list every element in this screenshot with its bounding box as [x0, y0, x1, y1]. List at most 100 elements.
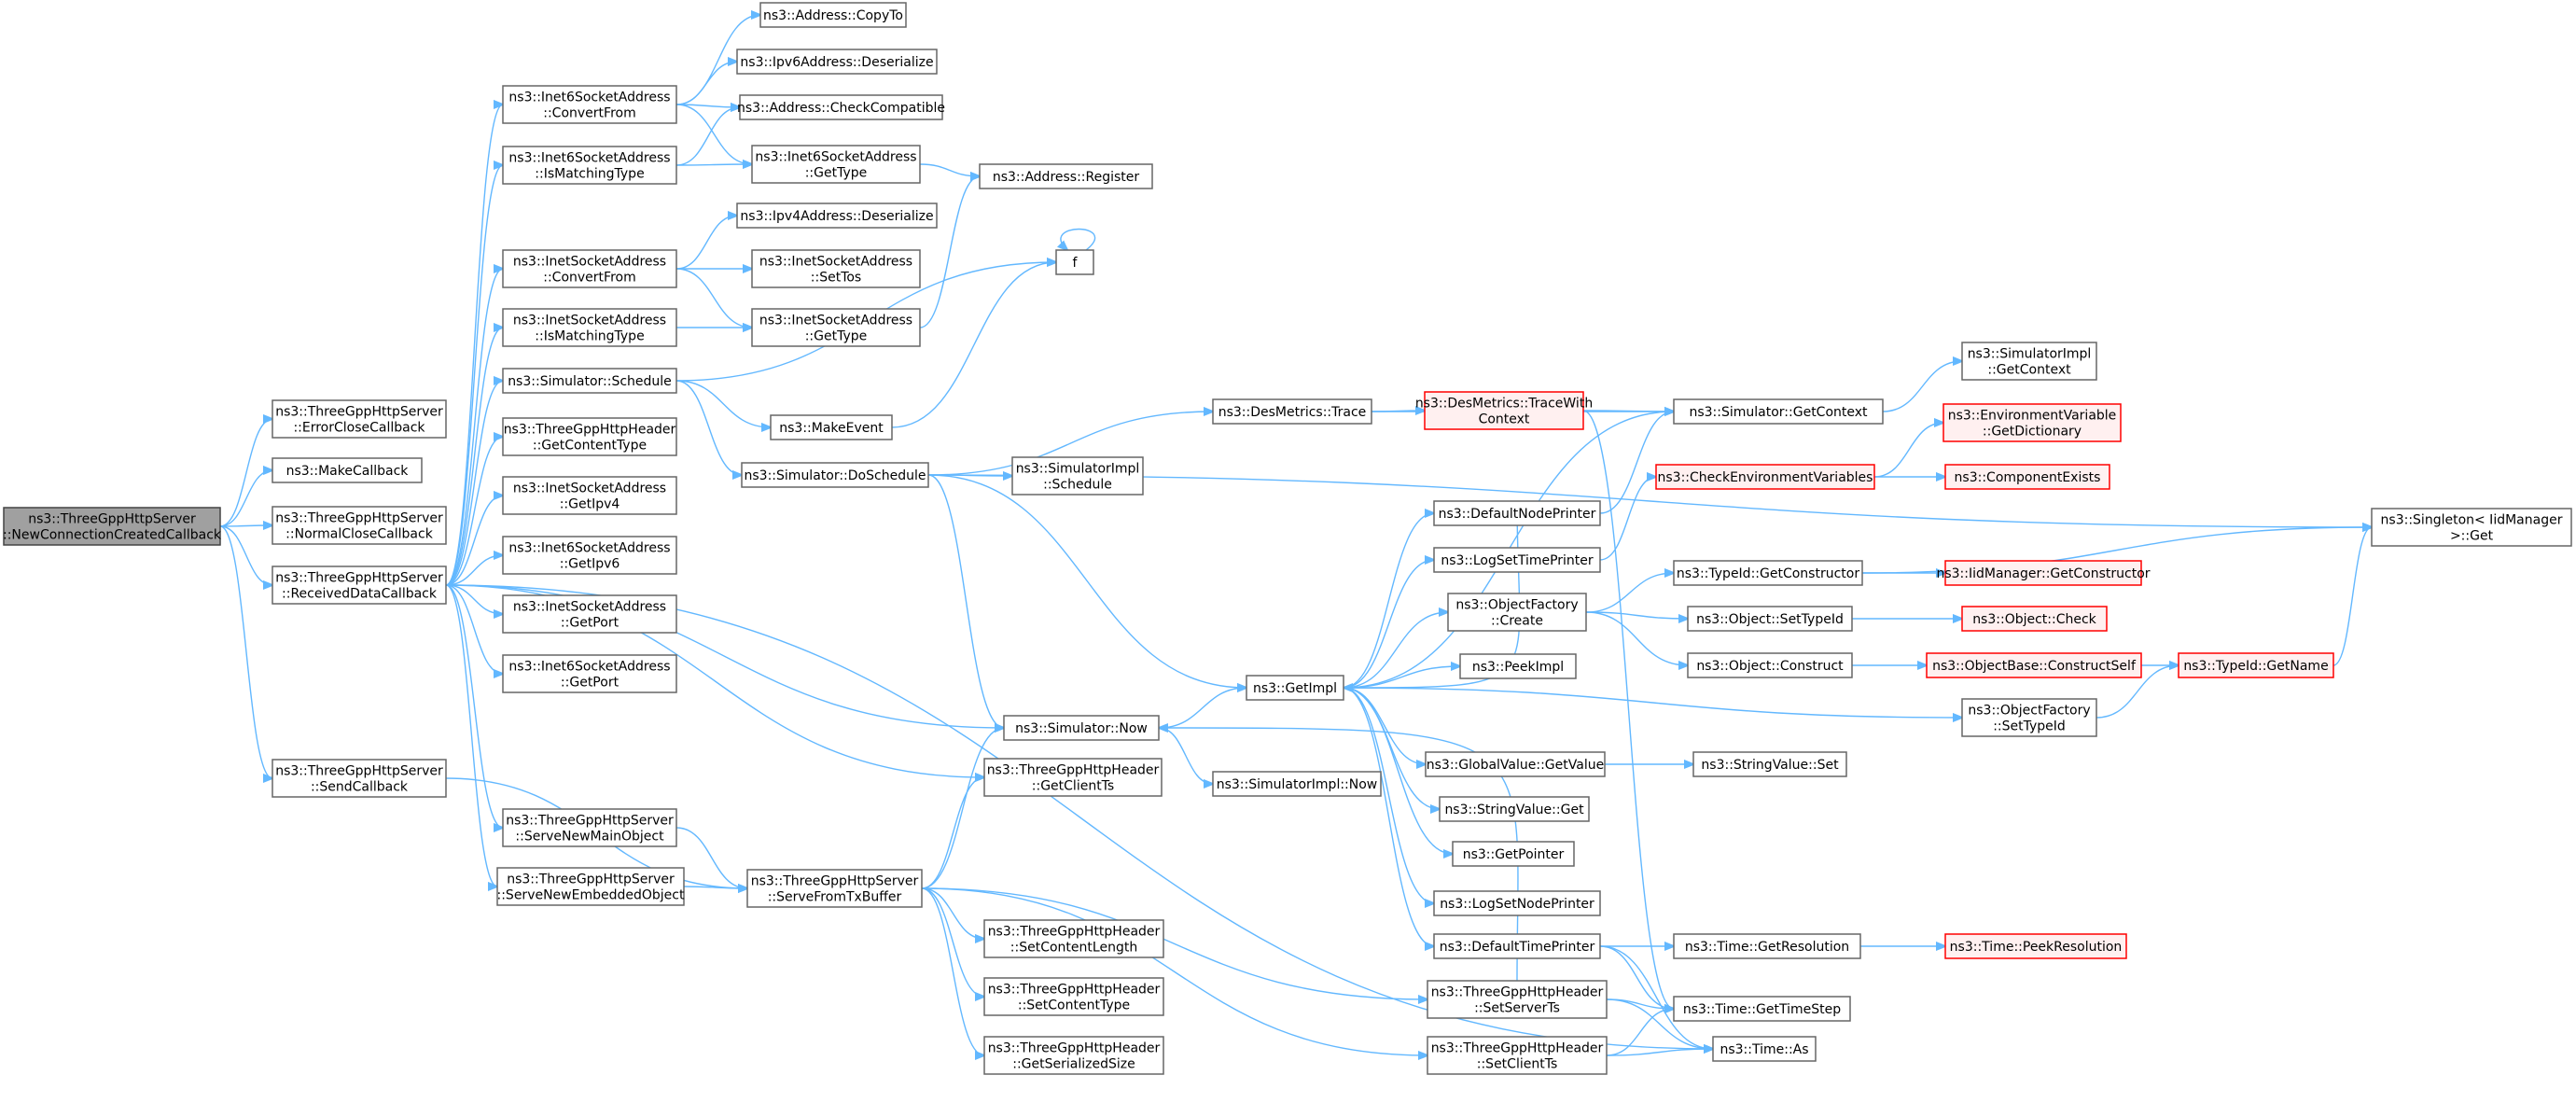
node-servemain[interactable]: ns3::ThreeGppHttpServer::ServeNewMainObj…	[502, 808, 677, 847]
node-label: ::SetTypeId	[1993, 719, 2066, 734]
node-label: ::IsMatchingType	[535, 167, 644, 182]
node-peekimpl[interactable]: ns3::PeekImpl	[1459, 653, 1577, 679]
node-box	[1712, 1036, 1817, 1062]
node-label: ns3::TypeId::GetConstructor	[1677, 566, 1859, 581]
node-getipv4[interactable]: ns3::InetSocketAddress::GetIpv4	[502, 476, 677, 515]
node-label: ns3::TypeId::GetName	[2183, 659, 2328, 674]
node-objcheck[interactable]: ns3::Object::Check	[1961, 606, 2108, 632]
node-box	[1926, 652, 2142, 678]
node-in6port[interactable]: ns3::Inet6SocketAddress::GetPort	[502, 654, 677, 693]
node-in6conv[interactable]: ns3::Inet6SocketAddress::ConvertFrom	[502, 85, 677, 124]
node-tidname[interactable]: ns3::TypeId::GetName	[2178, 652, 2334, 678]
node-simsched[interactable]: ns3::Simulator::Schedule	[502, 368, 677, 394]
node-copyto[interactable]: ns3::Address::CopyTo	[759, 2, 907, 28]
call-edge	[919, 163, 980, 176]
node-logtime[interactable]: ns3::LogSetTimePrinter	[1433, 547, 1601, 573]
node-objconstruct[interactable]: ns3::Object::Construct	[1687, 652, 1853, 678]
node-inport[interactable]: ns3::InetSocketAddress::GetPort	[502, 594, 677, 634]
call-edge	[927, 474, 2372, 527]
node-getipv6[interactable]: ns3::Inet6SocketAddress::GetIpv6	[502, 536, 677, 575]
node-getctype[interactable]: ns3::ThreeGppHttpHeader::GetContentType	[502, 417, 677, 456]
node-getclientts[interactable]: ns3::ThreeGppHttpHeader::GetClientTs	[983, 758, 1163, 797]
node-compexists[interactable]: ns3::ComponentExists	[1944, 464, 2110, 490]
node-simnow[interactable]: ns3::Simulator::Now	[1003, 715, 1160, 741]
call-edge	[675, 827, 747, 888]
node-lognode[interactable]: ns3::LogSetNodePrinter	[1433, 890, 1601, 916]
node-timeres[interactable]: ns3::Time::GetResolution	[1673, 933, 1861, 959]
node-timeas[interactable]: ns3::Time::As	[1712, 1036, 1817, 1062]
node-getimpl[interactable]: ns3::GetImpl	[1246, 675, 1344, 701]
node-recvdata[interactable]: ns3::ThreeGppHttpServer::ReceivedDataCal…	[272, 565, 447, 605]
node-tidctor[interactable]: ns3::TypeId::GetConstructor	[1673, 560, 1863, 586]
node-objsettid[interactable]: ns3::Object::SetTypeId	[1687, 606, 1853, 632]
node-label: ::NormalCloseCallback	[285, 527, 434, 542]
node-implsched[interactable]: ns3::SimulatorImpl::Schedule	[1011, 456, 1144, 496]
node-box	[502, 368, 677, 394]
node-label: ns3::Simulator::DoSchedule	[745, 468, 926, 483]
node-singleton[interactable]: ns3::Singleton< IidManager >::Get	[2371, 508, 2572, 547]
node-ofsettid[interactable]: ns3::ObjectFactory::SetTypeId	[1961, 698, 2097, 737]
node-inconv[interactable]: ns3::InetSocketAddress::ConvertFrom	[502, 249, 677, 288]
node-makecb[interactable]: ns3::MakeCallback	[272, 457, 423, 483]
node-setclientts[interactable]: ns3::ThreeGppHttpHeader::SetClientTs	[1427, 1036, 1608, 1075]
node-objcreate[interactable]: ns3::ObjectFactory::Create	[1447, 593, 1587, 632]
node-serveemb[interactable]: ns3::ThreeGppHttpServer::ServeNewEmbedde…	[496, 867, 685, 906]
node-servetx[interactable]: ns3::ThreeGppHttpServer::ServeFromTxBuff…	[746, 869, 923, 908]
call-edge	[675, 216, 737, 270]
node-timestep[interactable]: ns3::Time::GetTimeStep	[1673, 996, 1851, 1022]
node-peekres[interactable]: ns3::Time::PeekResolution	[1944, 933, 2127, 959]
node-root[interactable]: ns3::ThreeGppHttpServer::NewConnectionCr…	[3, 507, 222, 546]
node-label: ::ErrorCloseCallback	[293, 421, 425, 436]
node-ip6deser[interactable]: ns3::Ipv6Address::Deserialize	[736, 49, 938, 75]
node-label: ns3::ObjectBase::ConstructSelf	[1932, 659, 2137, 674]
node-checkcompat[interactable]: ns3::Address::CheckCompatible	[737, 94, 945, 120]
node-svset[interactable]: ns3::StringValue::Set	[1692, 751, 1847, 777]
node-getsersize[interactable]: ns3::ThreeGppHttpHeader::GetSerializedSi…	[983, 1036, 1164, 1075]
call-edge	[1599, 945, 1713, 1049]
call-edge	[219, 525, 272, 526]
node-ip4deser[interactable]: ns3::Ipv4Address::Deserialize	[736, 202, 938, 229]
node-box	[272, 399, 447, 439]
node-defnode[interactable]: ns3::DefaultNodePrinter	[1433, 500, 1601, 526]
call-edge	[1343, 687, 1426, 764]
call-edge	[927, 474, 1004, 728]
node-sendcb[interactable]: ns3::ThreeGppHttpServer::SendCallback	[272, 759, 447, 798]
node-label: ::ServeFromTxBuffer	[768, 890, 902, 905]
node-setctype[interactable]: ns3::ThreeGppHttpHeader::SetContentType	[983, 977, 1164, 1016]
node-iidctor[interactable]: ns3::IidManager::GetConstructor	[1936, 560, 2151, 586]
node-implctx[interactable]: ns3::SimulatorImpl::GetContext	[1961, 342, 2097, 381]
node-implnow[interactable]: ns3::SimulatorImpl::Now	[1212, 771, 1382, 797]
node-f[interactable]: f	[1055, 249, 1094, 275]
call-edge	[1606, 998, 1713, 1049]
node-normclose[interactable]: ns3::ThreeGppHttpServer::NormalCloseCall…	[272, 506, 447, 545]
node-label: ::GetContentType	[533, 439, 647, 454]
node-dosched[interactable]: ns3::Simulator::DoSchedule	[741, 462, 929, 488]
call-edge	[445, 381, 503, 586]
node-errclose[interactable]: ns3::ThreeGppHttpServer::ErrorCloseCallb…	[272, 399, 447, 439]
call-edge	[1158, 727, 1213, 784]
node-label: ns3::Time::GetResolution	[1685, 940, 1849, 955]
node-inmatch[interactable]: ns3::InetSocketAddress::IsMatchingType	[502, 308, 677, 347]
node-checkenv[interactable]: ns3::CheckEnvironmentVariables	[1655, 464, 1875, 490]
node-in6match[interactable]: ns3::Inet6SocketAddress::IsMatchingType	[502, 146, 677, 185]
node-constructself[interactable]: ns3::ObjectBase::ConstructSelf	[1926, 652, 2142, 678]
node-intype[interactable]: ns3::InetSocketAddress::GetType	[751, 308, 921, 347]
node-in6type[interactable]: ns3::Inet6SocketAddress::GetType	[751, 145, 921, 184]
node-simctx[interactable]: ns3::Simulator::GetContext	[1673, 398, 1884, 425]
node-getptr[interactable]: ns3::GetPointer	[1452, 841, 1575, 867]
node-desmtrace[interactable]: ns3::DesMetrics::Trace	[1212, 398, 1372, 425]
node-label: ns3::ThreeGppHttpHeader	[987, 763, 1160, 778]
node-makeevent[interactable]: ns3::MakeEvent	[770, 414, 893, 440]
node-settos[interactable]: ns3::InetSocketAddress::SetTos	[751, 249, 921, 288]
node-addrreg[interactable]: ns3::Address::Register	[979, 163, 1153, 189]
node-label: ::SendCallback	[311, 780, 409, 795]
node-setclen[interactable]: ns3::ThreeGppHttpHeader::SetContentLengt…	[983, 919, 1164, 958]
node-gvget[interactable]: ns3::GlobalValue::GetValue	[1425, 751, 1606, 777]
node-svget[interactable]: ns3::StringValue::Get	[1439, 796, 1590, 822]
node-label: ::ServeNewMainObject	[515, 830, 664, 845]
node-box	[1673, 996, 1851, 1022]
node-envdict[interactable]: ns3::EnvironmentVariable::GetDictionary	[1942, 403, 2122, 442]
node-deftime[interactable]: ns3::DefaultTimePrinter	[1433, 933, 1601, 959]
node-setserverts[interactable]: ns3::ThreeGppHttpHeader::SetServerTs	[1427, 980, 1608, 1019]
